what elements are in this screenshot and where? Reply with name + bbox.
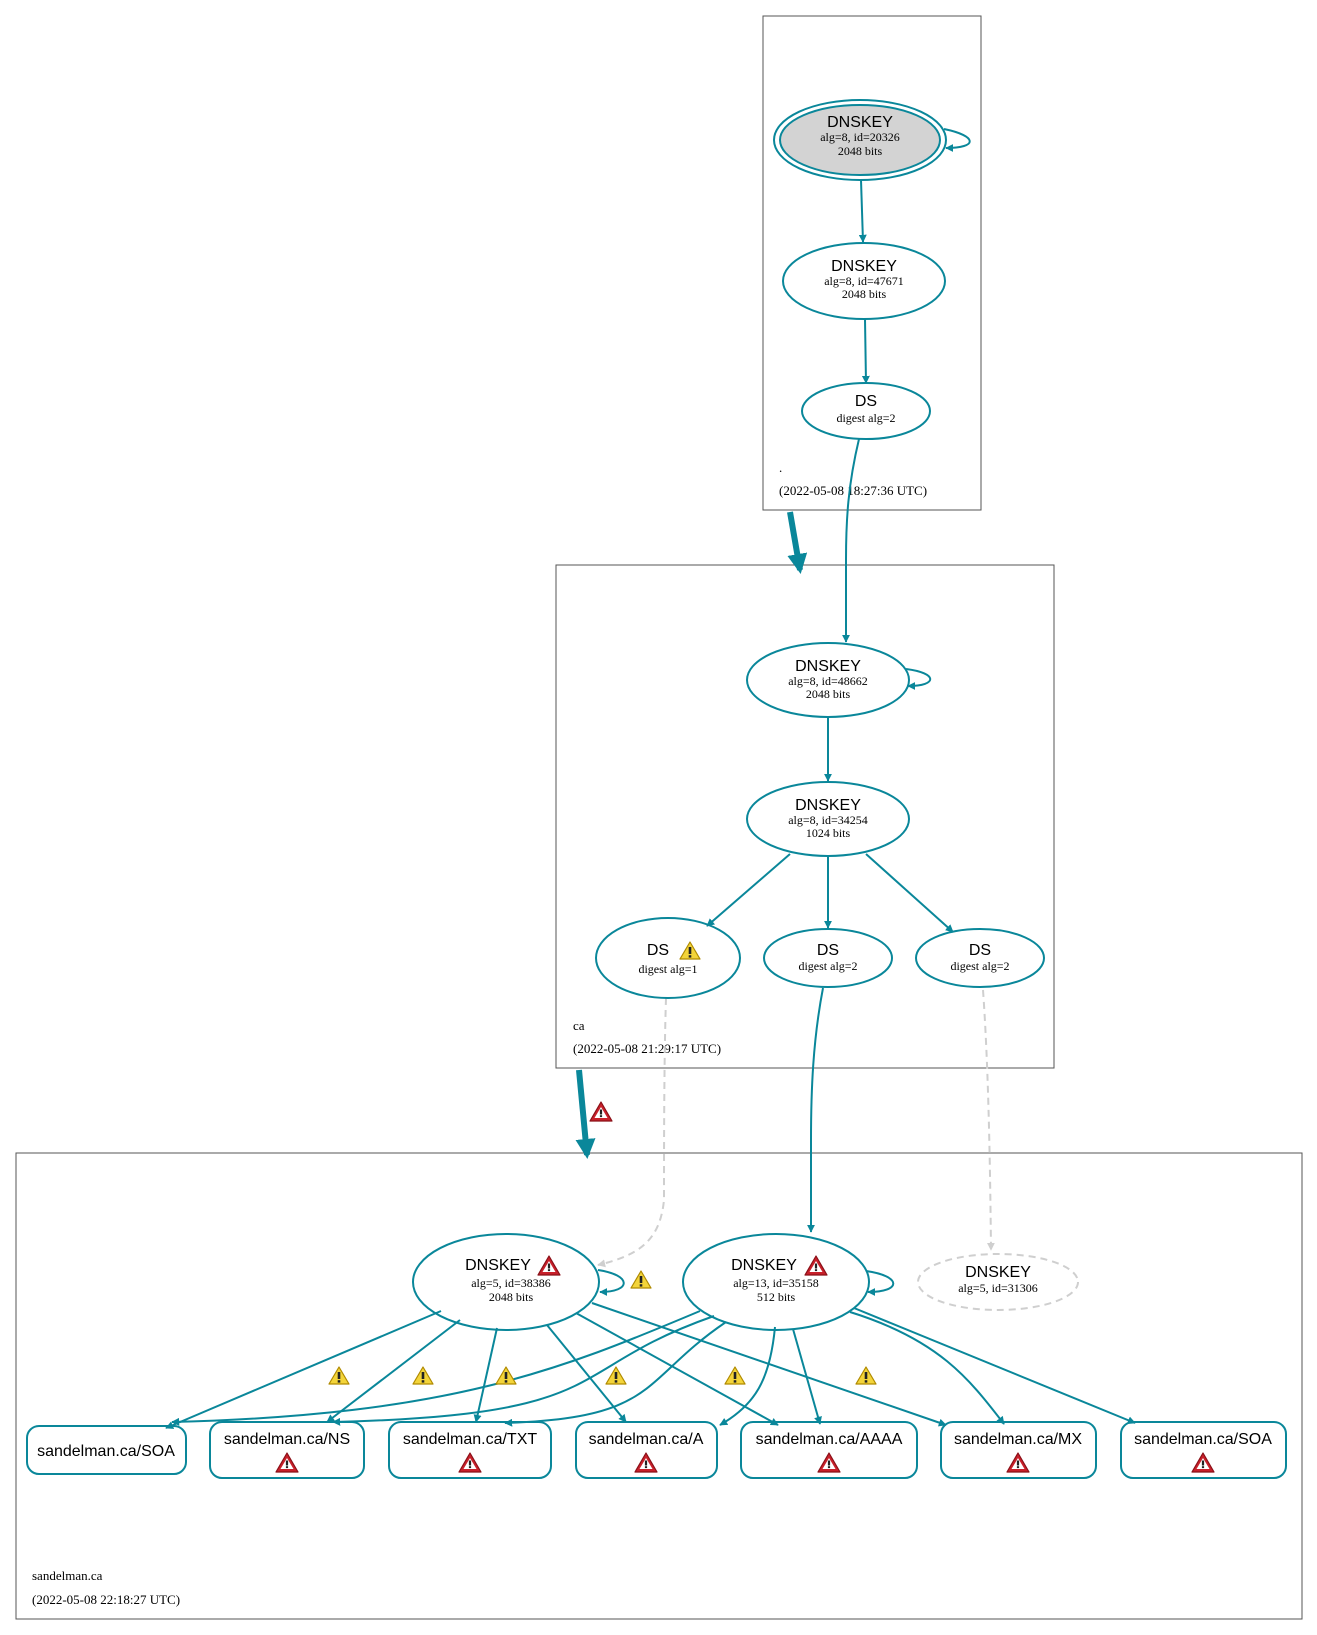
record-node[interactable]: sandelman.ca/SOA bbox=[1120, 1421, 1287, 1479]
node-root-zsk[interactable]: DNSKEY alg=8, id=47671 2048 bits bbox=[782, 242, 946, 320]
zone-sandelman-timestamp: (2022-05-08 22:18:27 UTC) bbox=[32, 1592, 180, 1607]
node-title: DS bbox=[855, 393, 877, 410]
edge-ca-ds3-key3 bbox=[982, 989, 995, 1251]
edge-key2-ns bbox=[332, 1315, 715, 1426]
edge-key2-mx bbox=[849, 1311, 1005, 1425]
node-root-ksk[interactable]: DNSKEY alg=8, id=20326 2048 bits bbox=[773, 99, 947, 181]
node-ca-ds1[interactable]: DS digest alg=1 bbox=[595, 917, 741, 999]
record-label: sandelman.ca/AAAA bbox=[756, 1431, 903, 1448]
node-title: DNSKEY bbox=[795, 658, 861, 675]
node-sd-key1[interactable]: DNSKEY alg=5, id=38386 2048 bits bbox=[412, 1233, 600, 1331]
node-detail: alg=8, id=47671 bbox=[824, 274, 904, 288]
edge-root-ksk-self bbox=[943, 128, 971, 152]
record-label: sandelman.ca/NS bbox=[224, 1431, 350, 1448]
edge-ca-ksk-self bbox=[905, 668, 932, 690]
node-detail: 2048 bits bbox=[806, 687, 851, 701]
edge-ca-zsk-ds1 bbox=[706, 853, 791, 927]
edge-key1-self bbox=[597, 1269, 625, 1296]
node-root-ds[interactable]: DS digest alg=2 bbox=[801, 382, 931, 440]
record-node[interactable]: sandelman.ca/TXT bbox=[388, 1421, 552, 1479]
zone-ca-timestamp: (2022-05-08 21:29:17 UTC) bbox=[573, 1041, 721, 1056]
record-node[interactable]: sandelman.ca/A bbox=[575, 1421, 718, 1479]
node-title: DNSKEY bbox=[831, 258, 897, 275]
node-detail: 2048 bits bbox=[838, 144, 883, 158]
node-ca-ds3[interactable]: DS digest alg=2 bbox=[915, 928, 1045, 988]
edge-key2-aaaa bbox=[792, 1328, 822, 1425]
edge-ca-ds2-key2 bbox=[807, 987, 824, 1233]
node-detail: alg=8, id=20326 bbox=[820, 130, 900, 144]
edge-root-zsk-ds bbox=[861, 318, 870, 384]
node-detail: 512 bits bbox=[757, 1290, 796, 1304]
node-sd-key3[interactable]: DNSKEY alg=5, id=31306 bbox=[917, 1253, 1079, 1311]
node-title: DS bbox=[647, 942, 669, 959]
zone-ca-name: ca bbox=[573, 1018, 585, 1033]
zone-root-timestamp: (2022-05-08 18:27:36 UTC) bbox=[779, 483, 927, 498]
edge-root-ds-ca-ksk bbox=[842, 438, 860, 643]
node-title: DNSKEY bbox=[795, 797, 861, 814]
node-title: DS bbox=[969, 942, 991, 959]
record-node[interactable]: sandelman.ca/MX bbox=[940, 1421, 1097, 1479]
node-title: DNSKEY bbox=[465, 1257, 531, 1274]
edge-key2-soa-2 bbox=[853, 1307, 1136, 1424]
node-title: DNSKEY bbox=[965, 1264, 1031, 1281]
node-ca-zsk[interactable]: DNSKEY alg=8, id=34254 1024 bits bbox=[746, 781, 910, 857]
node-ca-ksk[interactable]: DNSKEY alg=8, id=48662 2048 bits bbox=[746, 642, 910, 718]
record-label: sandelman.ca/TXT bbox=[403, 1431, 538, 1448]
edge-ca-zsk-ds3 bbox=[865, 853, 954, 933]
zone-root: . (2022-05-08 18:27:36 UTC) bbox=[762, 15, 982, 511]
node-detail: alg=5, id=38386 bbox=[471, 1276, 551, 1290]
delegation-error-icon bbox=[589, 1101, 613, 1122]
node-ca-ds2[interactable]: DS digest alg=2 bbox=[763, 928, 893, 988]
node-detail: digest alg=2 bbox=[836, 411, 895, 425]
record-label: sandelman.ca/MX bbox=[954, 1431, 1082, 1448]
edge-key1-a bbox=[546, 1324, 627, 1423]
zone-sandelman-name: sandelman.ca bbox=[32, 1568, 103, 1583]
delegation-arrow-root-ca bbox=[787, 511, 808, 574]
edge-key2-self bbox=[865, 1270, 895, 1296]
node-title: DNSKEY bbox=[731, 1257, 797, 1274]
node-title: DS bbox=[817, 942, 839, 959]
node-detail: alg=8, id=34254 bbox=[788, 813, 868, 827]
edge-key2-a bbox=[719, 1326, 776, 1426]
edge-key1-soa bbox=[165, 1310, 442, 1429]
edge-key2-soa bbox=[171, 1310, 701, 1426]
node-detail: digest alg=2 bbox=[798, 959, 857, 973]
edge-key2-txt bbox=[504, 1321, 727, 1427]
node-detail: digest alg=2 bbox=[950, 959, 1009, 973]
node-detail: alg=5, id=31306 bbox=[958, 1281, 1038, 1295]
delegation-arrow-ca-sandelman bbox=[575, 1069, 596, 1159]
node-sd-key2[interactable]: DNSKEY alg=13, id=35158 512 bits bbox=[682, 1233, 870, 1331]
edge-root-ksk-zsk bbox=[858, 179, 867, 243]
node-detail: digest alg=1 bbox=[638, 962, 697, 976]
record-label: sandelman.ca/A bbox=[589, 1431, 704, 1448]
node-detail: alg=8, id=48662 bbox=[788, 674, 868, 688]
record-label: sandelman.ca/SOA bbox=[1134, 1431, 1272, 1448]
zone-root-name: . bbox=[779, 460, 782, 475]
edge-ca-ds1-key1 bbox=[597, 997, 667, 1268]
node-title: DNSKEY bbox=[827, 114, 893, 131]
record-node[interactable]: sandelman.ca/AAAA bbox=[740, 1421, 918, 1479]
zone-sandelman: sandelman.ca (2022-05-08 22:18:27 UTC) bbox=[15, 1152, 1303, 1620]
node-detail: alg=13, id=35158 bbox=[733, 1276, 819, 1290]
node-detail: 2048 bits bbox=[489, 1290, 534, 1304]
edge-key1-ns bbox=[326, 1319, 461, 1423]
edge-key1-txt bbox=[473, 1327, 498, 1423]
record-node[interactable]: sandelman.ca/SOA bbox=[26, 1425, 187, 1475]
record-node[interactable]: sandelman.ca/NS bbox=[209, 1421, 365, 1479]
node-detail: 1024 bits bbox=[806, 826, 851, 840]
node-detail: 2048 bits bbox=[842, 287, 887, 301]
record-label: sandelman.ca/SOA bbox=[37, 1443, 175, 1460]
